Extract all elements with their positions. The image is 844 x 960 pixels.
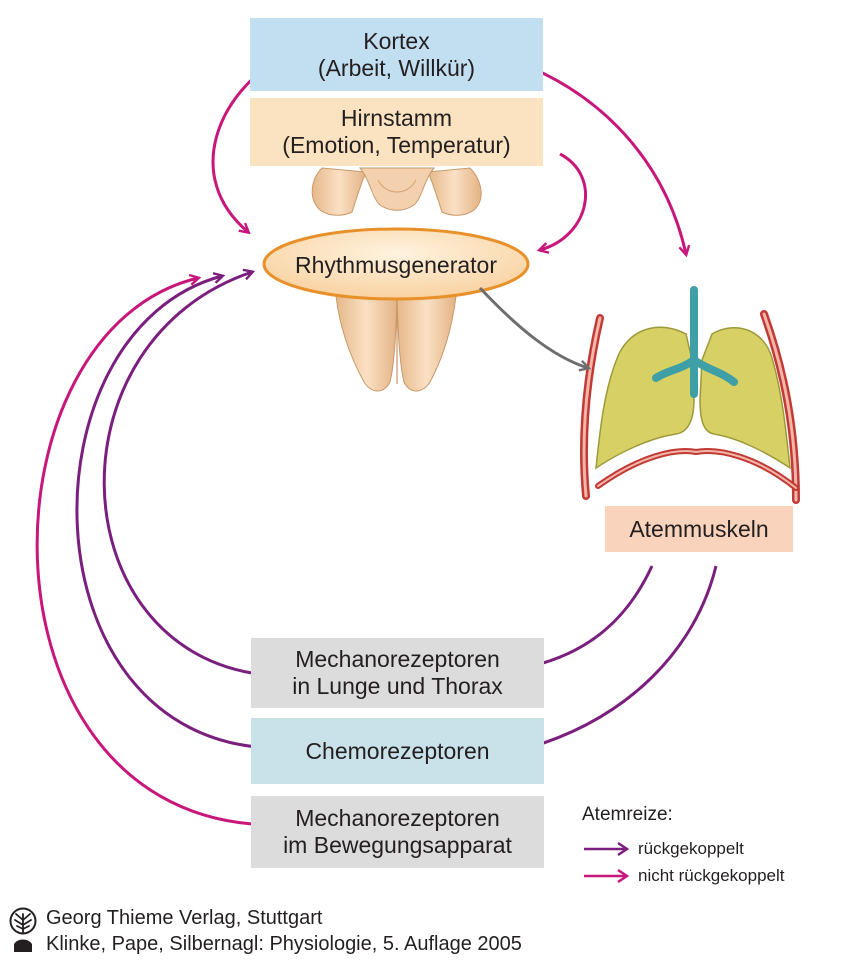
thieme-tree-logo-icon [9,907,37,952]
rhythmusgenerator-label: Rhythmusgenerator [295,251,497,278]
chemorezeptoren-label: Chemorezeptoren [305,737,490,764]
arc-mechanorezeptoren-bewegung-to-rhythmus [35,278,253,826]
publisher-credits: Georg Thieme Verlag, Stuttgart Klinke, P… [8,904,608,958]
kortex-subtitle: (Arbeit, Willkür) [317,54,476,81]
mechanorezeptoren-bewegung-line1: Mechanorezeptoren [295,805,500,831]
rhythmusgenerator-oval [262,227,530,301]
arrow-kortex-to-atemmuskeln [511,58,686,254]
credit-source: Klinke, Pape, Silbernagl: Physiologie, 5… [46,933,522,955]
legend-item-non-feedback: nicht rückgekoppelt [582,865,832,887]
legend-label-non-feedback: nicht rückgekoppelt [638,866,785,885]
kortex-box: Kortex (Arbeit, Willkür) [250,18,543,91]
brainstem-illustration [311,167,482,392]
mechanorezeptoren-lunge-box: Mechanorezeptoren in Lunge und Thorax [251,638,544,708]
arrow-right-icon [584,868,630,884]
arrow-hirnstamm-to-rhythmus [540,152,587,250]
legend-label-feedback: rückgekoppelt [638,839,744,858]
chemorezeptoren-box: Chemorezeptoren [251,718,544,784]
arrow-atemmuskeln-to-mechanorezeptoren-lunge [532,565,654,666]
mechanorezeptoren-lunge-line2: in Lunge und Thorax [292,673,503,699]
legend: Atemreize: rückgekoppelt nicht rückgekop… [582,804,832,890]
mechanorezeptoren-bewegung-line2: im Bewegungsapparat [283,832,512,858]
arrow-atemmuskeln-to-chemorezeptoren [528,565,718,748]
mechanorezeptoren-bewegung-box: Mechanorezeptoren im Bewegungsapparat [251,796,544,868]
arrow-right-icon [584,841,630,857]
atemmuskeln-label: Atemmuskeln [629,515,769,542]
hirnstamm-subtitle: (Emotion, Temperatur) [282,132,511,158]
arrow-rhythmus-to-lungs [478,286,588,368]
hirnstamm-title: Hirnstamm [340,105,453,131]
lungs-thorax-illustration [579,286,800,504]
mechanorezeptoren-lunge-line1: Mechanorezeptoren [295,646,500,672]
legend-item-feedback: rückgekoppelt [582,838,832,860]
hirnstamm-box: Hirnstamm (Emotion, Temperatur) [250,98,543,166]
arc-mechanorezeptoren-lunge-to-rhythmus [102,272,252,675]
legend-title: Atemreize: [582,804,673,825]
credit-publisher: Georg Thieme Verlag, Stuttgart [46,907,323,929]
kortex-title: Kortex [363,27,430,54]
arc-chemorezeptoren-to-rhythmus [75,276,273,750]
atemmuskeln-box: Atemmuskeln [605,506,793,552]
